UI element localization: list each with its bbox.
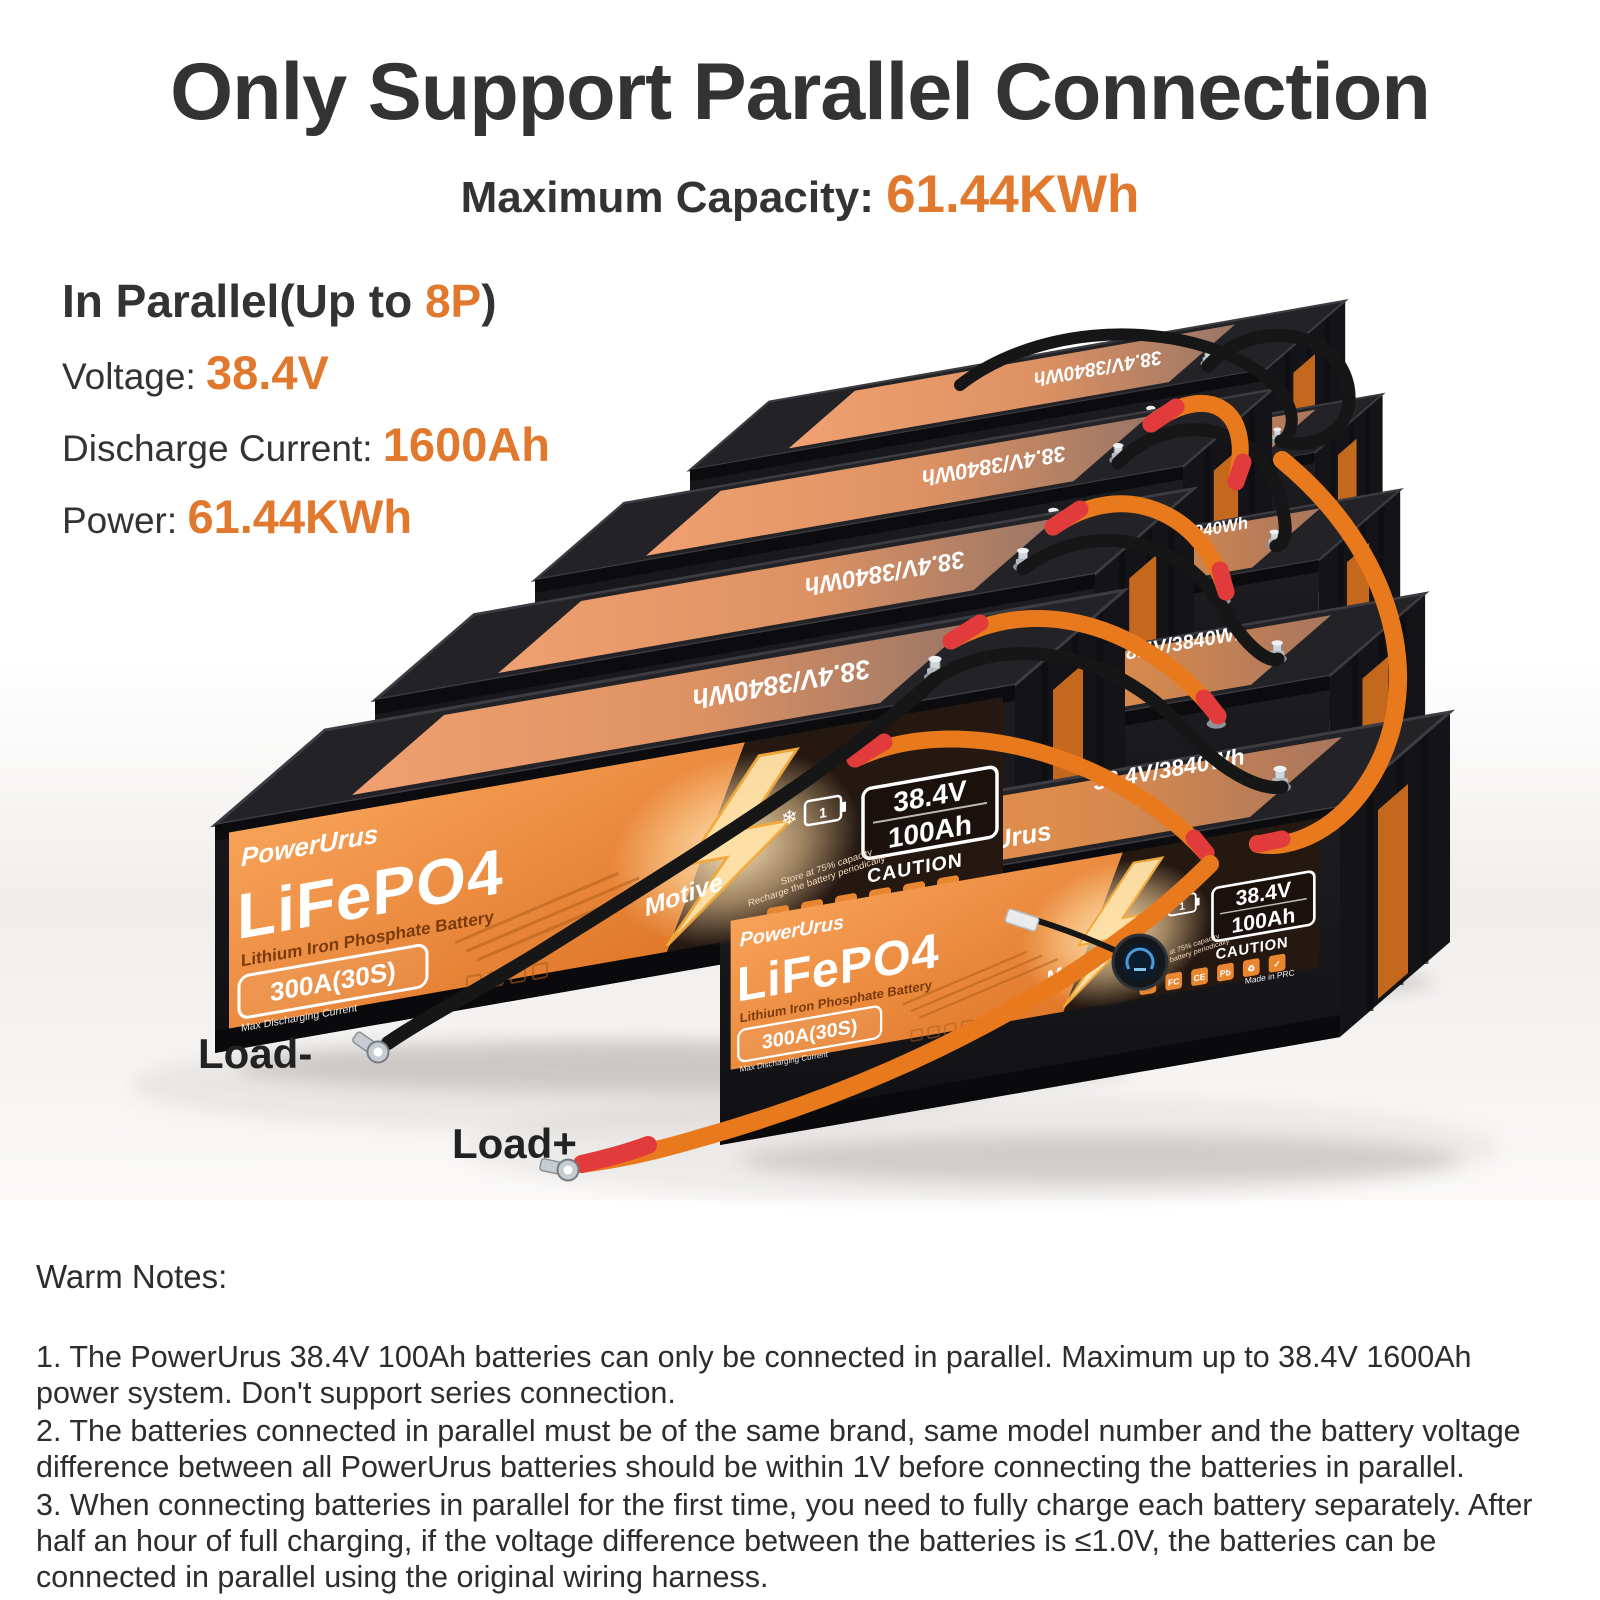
connector-body bbox=[1004, 908, 1040, 932]
warm-note-3: 3. When connecting batteries in parallel… bbox=[36, 1487, 1533, 1594]
cable-orange-side-sweep bbox=[1249, 451, 1408, 854]
cable-black-row4 bbox=[928, 647, 1289, 795]
cable-orange-row4 bbox=[846, 730, 1215, 862]
parallel-heading-suffix: ) bbox=[481, 275, 497, 327]
warm-notes-heading: Warm Notes: bbox=[36, 1258, 228, 1295]
spec-discharge-value: 1600Ah bbox=[382, 418, 551, 471]
spec-voltage-value: 38.4V bbox=[206, 346, 329, 399]
spec-power: Power: 61.44KWh bbox=[62, 489, 550, 544]
parallel-heading-highlight: 8P bbox=[424, 275, 482, 327]
gauge-readout-bar bbox=[1134, 968, 1146, 971]
cable-harness bbox=[381, 328, 1408, 1173]
load-positive-label: Load+ bbox=[452, 1120, 577, 1167]
cable-load-negative bbox=[381, 672, 942, 1050]
spec-discharge-label: Discharge Current: bbox=[62, 428, 383, 469]
max-capacity-value: 61.44KWh bbox=[886, 165, 1140, 224]
warm-notes-section: Warm Notes: 1. The PowerUrus 38.4V 100Ah… bbox=[36, 1258, 1536, 1598]
cable-black-row2 bbox=[1111, 423, 1292, 553]
parallel-specs: In Parallel(Up to 8P) Voltage: 38.4V Dis… bbox=[62, 274, 550, 544]
cable-black-row3 bbox=[1016, 534, 1285, 667]
parallel-heading-prefix: In Parallel(Up to bbox=[62, 275, 425, 327]
load-positive-red-boot bbox=[573, 1136, 657, 1173]
warm-notes-list: 1. The PowerUrus 38.4V 100Ah batteries c… bbox=[36, 1340, 1536, 1596]
max-capacity-label: Maximum Capacity: bbox=[460, 173, 887, 222]
red-heat-shrink-boots bbox=[846, 398, 1291, 862]
load-negative-label: Load- bbox=[198, 1030, 312, 1077]
spec-power-value: 61.44KWh bbox=[187, 490, 413, 543]
max-capacity-line: Maximum Capacity: 61.44KWh bbox=[0, 164, 1600, 225]
spec-power-label: Power: bbox=[62, 500, 188, 541]
harness-connector bbox=[1004, 908, 1040, 932]
spec-discharge-current: Discharge Current: 1600Ah bbox=[62, 417, 550, 472]
parallel-heading: In Parallel(Up to 8P) bbox=[62, 274, 550, 328]
spec-voltage-label: Voltage: bbox=[62, 356, 207, 397]
warm-note-2: 2. The batteries connected in parallel m… bbox=[36, 1413, 1521, 1484]
warm-note-1: 1. The PowerUrus 38.4V 100Ah batteries c… bbox=[36, 1340, 1472, 1410]
battery-parallel-diagram: PowerUrus 38.4V/3840Wh PowerUrus 38.4V/3… bbox=[130, 290, 1500, 1202]
cable-black-row1 bbox=[1201, 329, 1356, 451]
spec-voltage: Voltage: 38.4V bbox=[62, 345, 550, 400]
cable-black-top bbox=[954, 328, 1298, 447]
page-title: Only Support Parallel Connection bbox=[170, 47, 1431, 137]
gauge-arc bbox=[1125, 947, 1155, 970]
